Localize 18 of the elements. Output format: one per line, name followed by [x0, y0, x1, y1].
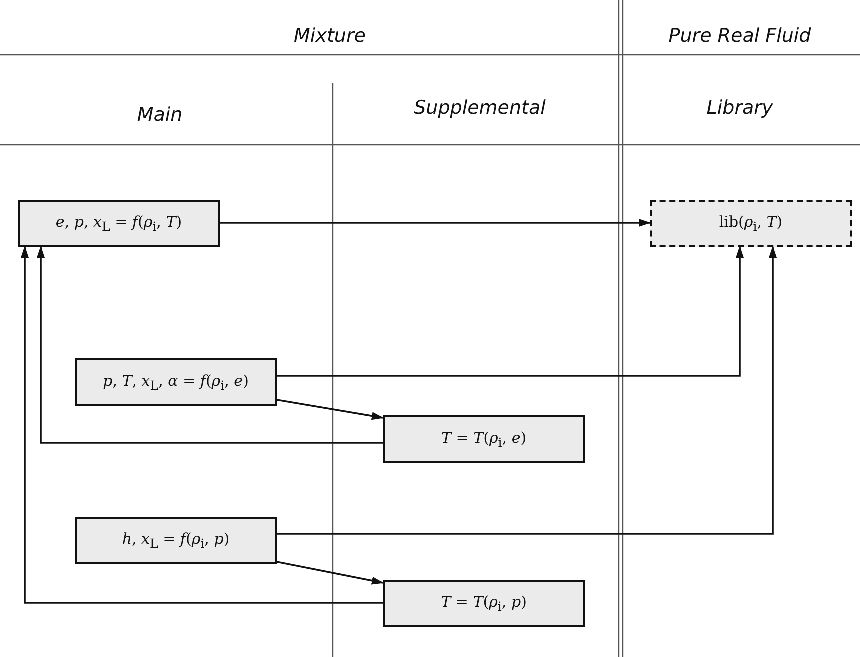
- column-header: Supplemental: [414, 97, 546, 119]
- arrow: [37, 246, 383, 444]
- arrow: [276, 399, 384, 420]
- column-header: Pure Real Fluid: [668, 25, 812, 47]
- column-header: Main: [137, 104, 183, 126]
- column-header: Library: [706, 97, 774, 119]
- formula-box: p, T, x$_{L}$, α = f(ρ$_{i}$, e): [75, 358, 277, 406]
- formula-box: e, p, x$_{L}$ = f(ρ$_{i}$, T): [18, 200, 220, 247]
- formula-box: T = T(ρ$_{i}$, p): [383, 580, 585, 627]
- formula-box: h, x$_{L}$ = f(ρ$_{i}$, p): [75, 517, 277, 564]
- formula-box: T = T(ρ$_{i}$, e): [383, 415, 585, 463]
- arrow: [277, 246, 744, 377]
- library-box: lib(ρ$_{i}$, T): [650, 200, 852, 247]
- arrow: [220, 219, 651, 227]
- arrow: [277, 246, 777, 535]
- arrow: [21, 246, 383, 604]
- arrow: [276, 561, 384, 585]
- column-header: Mixture: [294, 25, 366, 47]
